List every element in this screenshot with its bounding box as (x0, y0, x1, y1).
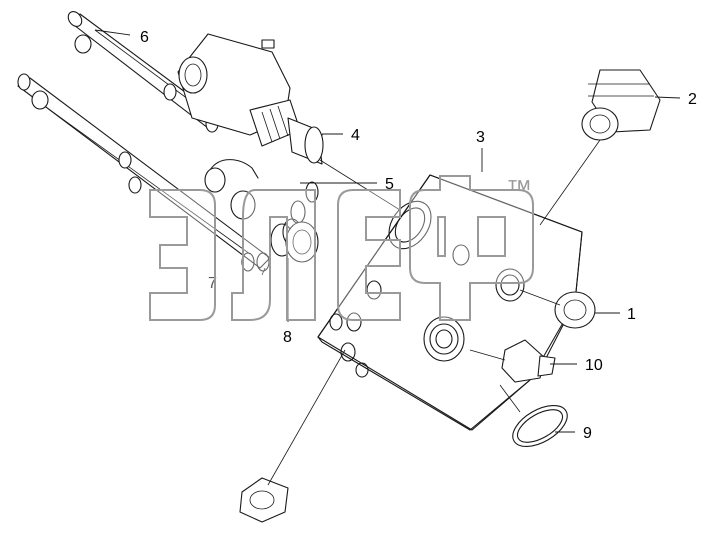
plug-part-1 (554, 291, 596, 329)
callout-4: 4 (351, 127, 360, 144)
callout-6: 6 (140, 29, 149, 46)
callout-9: 9 (583, 425, 592, 442)
callout-1: 1 (627, 306, 636, 323)
callout-labels: 6 2 3 4 5 7 8 1 10 9 (140, 29, 697, 442)
seal-rings (241, 181, 319, 272)
callout-5: 5 (385, 176, 394, 193)
fitting-part-2 (581, 69, 661, 141)
callout-10: 10 (585, 357, 603, 374)
callout-2: 2 (688, 91, 697, 108)
solenoid-part-4 (177, 33, 324, 165)
valve-part-10 (501, 339, 556, 383)
callout-7: 7 (208, 275, 217, 292)
callout-8: 8 (283, 329, 292, 346)
assembly-axes (267, 139, 601, 486)
watermark-logo: ™ (149, 174, 534, 321)
seal-ring-part-9 (512, 405, 568, 447)
bottom-plug (239, 477, 289, 523)
callout-3: 3 (476, 129, 485, 146)
watermark-trademark: ™ (506, 174, 532, 204)
